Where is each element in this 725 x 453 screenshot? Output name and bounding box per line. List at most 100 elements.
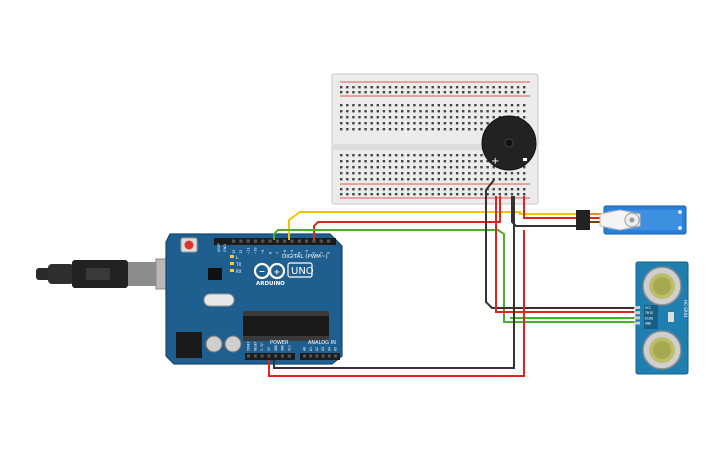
breadboard-hole[interactable]	[504, 193, 508, 196]
breadboard-hole[interactable]	[376, 178, 379, 181]
breadboard-hole[interactable]	[358, 178, 361, 181]
breadboard-hole[interactable]	[352, 166, 355, 169]
breadboard-hole[interactable]	[382, 166, 386, 169]
breadboard-hole[interactable]	[443, 172, 447, 175]
breadboard-hole[interactable]	[376, 166, 379, 169]
breadboard-hole[interactable]	[352, 91, 355, 94]
breadboard-hole[interactable]	[352, 122, 355, 125]
breadboard-hole[interactable]	[498, 86, 501, 89]
breadboard-hole[interactable]	[394, 160, 398, 163]
breadboard-hole[interactable]	[376, 128, 379, 131]
breadboard-hole[interactable]	[474, 172, 477, 175]
breadboard-hole[interactable]	[346, 122, 349, 125]
analog-pin-hole[interactable]	[309, 354, 313, 358]
power-pin-hole[interactable]	[281, 354, 284, 358]
breadboard-hole[interactable]	[388, 154, 392, 157]
power-pin-hole[interactable]	[274, 354, 278, 358]
breadboard-hole[interactable]	[346, 86, 349, 89]
breadboard-hole[interactable]	[401, 128, 404, 131]
sensor-pin[interactable]	[634, 311, 640, 315]
breadboard-hole[interactable]	[480, 91, 483, 94]
analog-pin-holes[interactable]	[303, 354, 337, 358]
breadboard-hole[interactable]	[431, 193, 434, 196]
breadboard-hole[interactable]	[407, 166, 410, 169]
breadboard-hole[interactable]	[352, 86, 355, 89]
breadboard-hole[interactable]	[394, 86, 398, 89]
breadboard-hole[interactable]	[523, 178, 526, 181]
breadboard-hole[interactable]	[376, 86, 379, 89]
breadboard-hole[interactable]	[340, 110, 343, 113]
breadboard-hole[interactable]	[462, 122, 465, 125]
breadboard-hole[interactable]	[401, 122, 404, 125]
breadboard-hole[interactable]	[455, 86, 459, 89]
power-pin-hole[interactable]	[260, 354, 264, 358]
breadboard-hole[interactable]	[468, 128, 471, 131]
breadboard-hole[interactable]	[413, 193, 416, 196]
breadboard-hole[interactable]	[455, 172, 459, 175]
breadboard-hole[interactable]	[486, 160, 489, 163]
breadboard-hole[interactable]	[498, 188, 501, 191]
breadboard-hole[interactable]	[468, 160, 471, 163]
breadboard-hole[interactable]	[443, 86, 447, 89]
breadboard-hole[interactable]	[431, 166, 434, 169]
breadboard-hole[interactable]	[462, 86, 465, 89]
breadboard-hole[interactable]	[413, 86, 416, 89]
breadboard-hole[interactable]	[413, 116, 416, 119]
breadboard-hole[interactable]	[370, 188, 373, 191]
breadboard-hole[interactable]	[413, 110, 416, 113]
breadboard-hole[interactable]	[419, 178, 422, 181]
digital-pin-hole[interactable]	[297, 239, 301, 243]
breadboard-hole[interactable]	[437, 128, 440, 131]
breadboard-hole[interactable]	[474, 160, 477, 163]
breadboard-hole[interactable]	[443, 178, 447, 181]
breadboard-hole[interactable]	[468, 154, 471, 157]
breadboard-hole[interactable]	[474, 154, 477, 157]
breadboard-hole[interactable]	[401, 116, 404, 119]
breadboard-hole[interactable]	[370, 122, 373, 125]
breadboard-hole[interactable]	[480, 104, 483, 107]
breadboard-hole[interactable]	[492, 116, 495, 119]
breadboard-hole[interactable]	[437, 154, 440, 157]
breadboard-hole[interactable]	[449, 188, 453, 191]
breadboard-hole[interactable]	[455, 91, 459, 94]
breadboard-hole[interactable]	[437, 86, 440, 89]
breadboard-hole[interactable]	[413, 160, 416, 163]
breadboard-hole[interactable]	[370, 110, 373, 113]
power-pin-hole[interactable]	[247, 354, 250, 358]
breadboard-hole[interactable]	[455, 104, 459, 107]
breadboard-hole[interactable]	[431, 91, 434, 94]
sensor-pin[interactable]	[634, 321, 640, 325]
breadboard-hole[interactable]	[346, 154, 349, 157]
breadboard-hole[interactable]	[425, 166, 428, 169]
breadboard-hole[interactable]	[413, 172, 416, 175]
breadboard-hole[interactable]	[504, 86, 508, 89]
breadboard-hole[interactable]	[364, 110, 367, 113]
breadboard-hole[interactable]	[358, 172, 361, 175]
breadboard-hole[interactable]	[455, 122, 459, 125]
breadboard-hole[interactable]	[425, 188, 428, 191]
breadboard-hole[interactable]	[364, 116, 367, 119]
breadboard-hole[interactable]	[462, 91, 465, 94]
breadboard-hole[interactable]	[407, 91, 410, 94]
breadboard-hole[interactable]	[443, 91, 447, 94]
breadboard-hole[interactable]	[370, 193, 373, 196]
breadboard-hole[interactable]	[340, 128, 343, 131]
breadboard-hole[interactable]	[468, 122, 471, 125]
breadboard-hole[interactable]	[370, 128, 373, 131]
breadboard-hole[interactable]	[376, 104, 379, 107]
breadboard-hole[interactable]	[431, 104, 434, 107]
breadboard-hole[interactable]	[382, 104, 386, 107]
breadboard-hole[interactable]	[407, 128, 410, 131]
breadboard-hole[interactable]	[523, 116, 526, 119]
breadboard-hole[interactable]	[468, 188, 471, 191]
breadboard-hole[interactable]	[425, 154, 428, 157]
breadboard-hole[interactable]	[340, 193, 343, 196]
breadboard-hole[interactable]	[431, 116, 434, 119]
breadboard-hole[interactable]	[498, 172, 501, 175]
breadboard-hole[interactable]	[443, 128, 447, 131]
breadboard-hole[interactable]	[394, 166, 398, 169]
breadboard-hole[interactable]	[455, 154, 459, 157]
breadboard-hole[interactable]	[364, 104, 367, 107]
breadboard-hole[interactable]	[382, 172, 386, 175]
